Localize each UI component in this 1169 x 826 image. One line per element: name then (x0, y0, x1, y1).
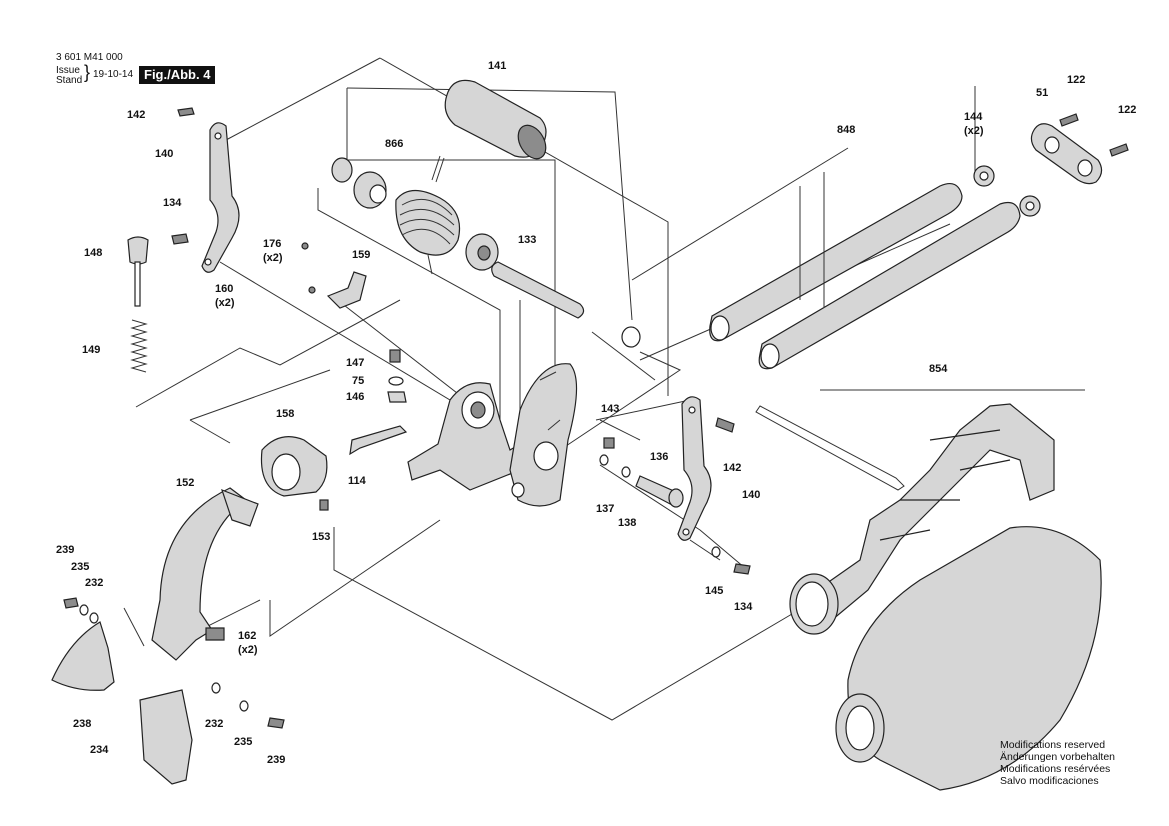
central-housing (407, 363, 578, 507)
callout-134-bottom: 134 (734, 601, 753, 613)
tubes-part-848 (709, 172, 1021, 370)
note-line: Modifications resérvées (1000, 763, 1111, 775)
callout-138: 138 (618, 517, 637, 529)
pin-part-133 (491, 261, 641, 348)
callout-144-qty: (x2) (964, 125, 984, 137)
callout-148: 148 (84, 247, 103, 259)
callout-134-top: 134 (163, 197, 182, 209)
arm-part-140-left (171, 107, 240, 273)
callout-152: 152 (176, 477, 195, 489)
brace-glyph: } (84, 62, 91, 82)
callout-143: 143 (601, 403, 620, 415)
callout-51: 51 (1036, 87, 1049, 99)
callout-232-left: 232 (85, 577, 104, 589)
fasteners-bottom (211, 682, 285, 729)
figure-badge: Fig./Abb. 4 (139, 66, 216, 84)
plate-part-114 (349, 425, 408, 456)
dust-bag-part-854 (789, 403, 1102, 791)
callout-160: 160 (215, 283, 234, 295)
callout-141: 141 (488, 60, 507, 72)
callout-235-bottom: 235 (234, 736, 253, 748)
callout-162: 162 (238, 630, 257, 642)
callout-146: 146 (346, 391, 365, 403)
callout-239-bottom: 239 (267, 754, 286, 766)
callout-122-top: 122 (1067, 74, 1086, 86)
guard-part-234 (139, 689, 193, 785)
callout-239-left: 239 (56, 544, 75, 556)
callout-149: 149 (82, 344, 101, 356)
callout-142-right: 142 (723, 462, 742, 474)
chute-part-152 (151, 487, 259, 661)
arm-part-140-right (677, 396, 751, 575)
spring-part-149 (130, 319, 148, 373)
callout-232-bottom: 232 (205, 718, 224, 730)
callout-159: 159 (352, 249, 371, 261)
handle-part-141 (444, 79, 547, 160)
end-cap-part-51 (1030, 113, 1129, 185)
callout-158: 158 (276, 408, 295, 420)
assembly-guide-lines (123, 57, 1085, 721)
spring-assembly-part-866 (331, 155, 499, 275)
modifications-note: Modifications reserved Änderungen vorbeh… (1000, 739, 1115, 787)
callout-140-left: 140 (155, 148, 174, 160)
callout-136: 136 (650, 451, 669, 463)
cable-tie (755, 405, 905, 491)
callout-140-right: 140 (742, 489, 761, 501)
callout-147: 147 (346, 357, 365, 369)
callout-238: 238 (73, 718, 92, 730)
callout-142-left: 142 (127, 109, 146, 121)
callout-137: 137 (596, 503, 615, 515)
star-washers-part-144 (973, 165, 1041, 217)
callout-176-qty: (x2) (263, 252, 283, 264)
callout-114: 114 (348, 475, 366, 487)
callout-866: 866 (385, 138, 404, 150)
callout-848: 848 (837, 124, 856, 136)
small-parts-147-75-146 (387, 349, 407, 403)
clamp-part-158 (260, 436, 329, 511)
pivot-parts-143-136 (599, 437, 684, 508)
note-line: Änderungen vorbehalten (1000, 751, 1116, 763)
callout-122-right: 122 (1118, 104, 1137, 116)
part-number: 3 601 M41 000 (56, 52, 123, 63)
callout-854: 854 (929, 363, 948, 375)
callout-160-qty: (x2) (215, 297, 235, 309)
knob-part-148 (127, 236, 149, 307)
issue-date: 19-10-14 (93, 69, 134, 80)
issue-label: Issue (56, 65, 80, 76)
callout-75: 75 (352, 375, 365, 387)
callout-144: 144 (964, 111, 983, 123)
fasteners-left (63, 597, 99, 624)
flap-part-238 (51, 621, 115, 691)
note-line: Modifications reserved (1000, 739, 1106, 751)
callout-234: 234 (90, 744, 109, 756)
stand-label: Stand (56, 75, 83, 86)
callout-145: 145 (705, 585, 724, 597)
callout-176: 176 (263, 238, 282, 250)
callout-133: 133 (518, 234, 537, 246)
bracket-part-159 (301, 242, 367, 309)
callout-162-qty: (x2) (238, 644, 258, 656)
callout-235-left: 235 (71, 561, 90, 573)
callout-153: 153 (312, 531, 331, 543)
note-line: Salvo modificaciones (1000, 775, 1099, 787)
